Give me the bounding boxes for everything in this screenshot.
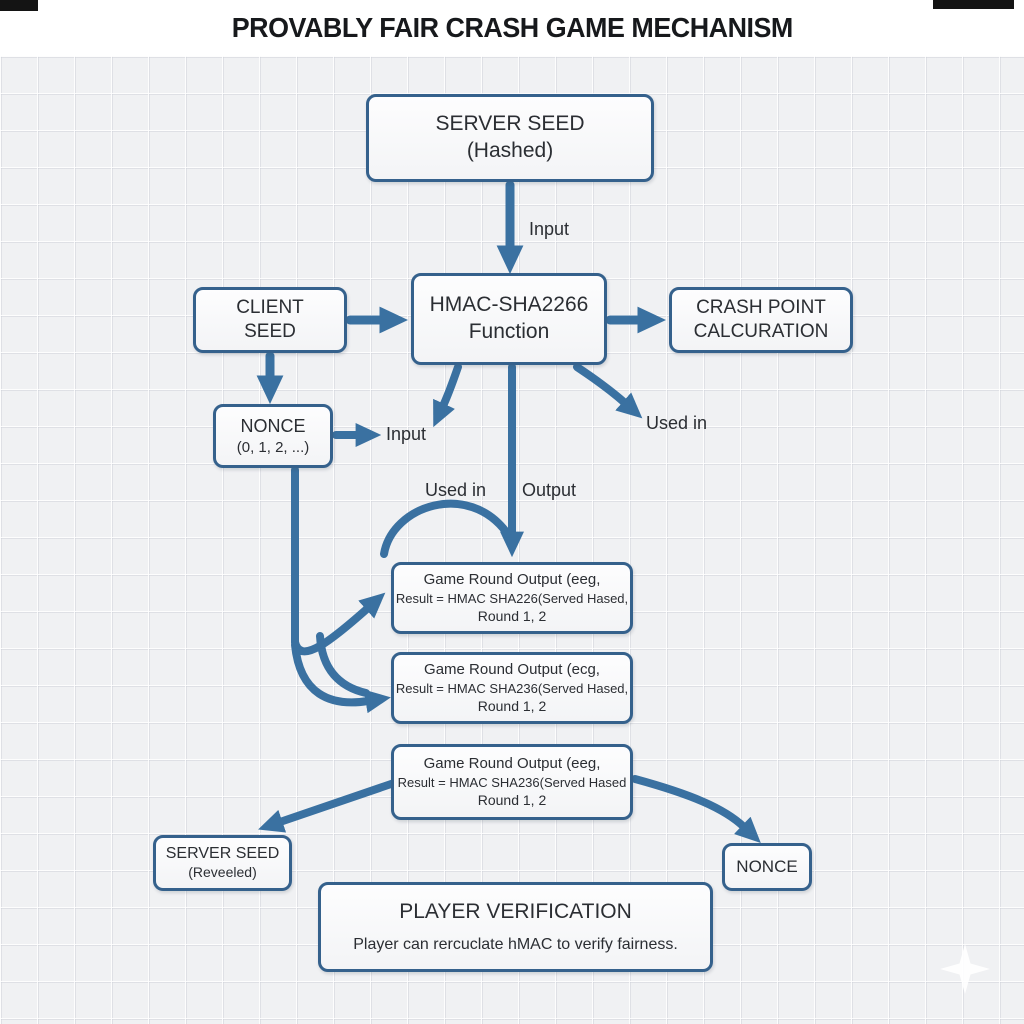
node-label: Game Round Output (eeg, <box>423 570 601 588</box>
edge-label-used-in-mid: Used in <box>425 480 487 500</box>
node-label: Game Round Output (ecg, <box>424 660 600 678</box>
node-sublabel: SEED <box>244 321 296 342</box>
node-round-numbers: Round 1, 2 <box>477 792 547 809</box>
node-sublabel: Player can rercuclate hMAC to verify fai… <box>353 935 678 953</box>
node-sublabel: (Reveeled) <box>188 864 257 881</box>
node-nonce-counter: NONCE (0, 1, 2, ...) <box>213 404 333 468</box>
node-round-numbers: Round 1, 2 <box>477 698 547 715</box>
node-formula: Result = HMAC SHA226(Served Hased, <box>395 590 629 606</box>
node-label: NONCE <box>240 415 306 436</box>
node-formula: Result = HMAC SHA236(Served Hased, <box>395 680 629 696</box>
edge-label-output: Output <box>522 480 577 500</box>
node-sublabel: CALCURATION <box>693 321 829 342</box>
node-game-round-output-2: Game Round Output (ecg, Result = HMAC SH… <box>391 652 633 724</box>
node-server-seed-revealed: SERVER SEED (Reveeled) <box>153 835 292 891</box>
node-server-seed-hashed: SERVER SEED (Hashed) <box>366 94 654 182</box>
node-label: PLAYER VERIFICATION <box>399 899 632 923</box>
node-sublabel: (Hashed) <box>466 139 554 162</box>
node-round-numbers: Round 1, 2 <box>477 608 547 625</box>
scan-artifact-bar-right <box>933 0 1014 9</box>
node-crash-point-calculation: CRASH POINT CALCURATION <box>669 287 853 353</box>
node-player-verification: PLAYER VERIFICATION Player can rercuclat… <box>318 882 713 972</box>
edge-label-used-in-right: Used in <box>646 413 708 433</box>
edge-label-input-nonce: Input <box>386 424 427 444</box>
node-game-round-output-1: Game Round Output (eeg, Result = HMAC SH… <box>391 562 633 634</box>
node-game-round-output-3: Game Round Output (eeg, Result = HMAC SH… <box>391 744 633 820</box>
node-hmac-function: HMAC-SHA2266 Function <box>411 273 607 365</box>
node-label: SERVER SEED <box>165 844 280 862</box>
title-bar: PROVABLY FAIR CRASH GAME MECHANISM <box>0 0 1024 56</box>
node-label: CRASH POINT <box>696 296 826 318</box>
node-nonce-result: NONCE <box>722 843 812 891</box>
node-label: SERVER SEED <box>435 112 585 136</box>
page-title: PROVABLY FAIR CRASH GAME MECHANISM <box>231 12 793 43</box>
node-label: Game Round Output (eeg, <box>423 754 601 772</box>
node-sublabel: (0, 1, 2, ...) <box>236 438 310 456</box>
node-client-seed: CLIENT SEED <box>193 287 347 353</box>
edge-label-input-top: Input <box>529 219 570 239</box>
node-label: HMAC-SHA2266 <box>429 293 589 317</box>
node-sublabel: Function <box>468 320 550 343</box>
node-formula: Result = HMAC SHA236(Served Hased <box>397 774 627 790</box>
node-label: CLIENT <box>236 296 304 318</box>
node-label: NONCE <box>736 857 798 877</box>
scan-artifact-bar-left <box>0 0 38 11</box>
